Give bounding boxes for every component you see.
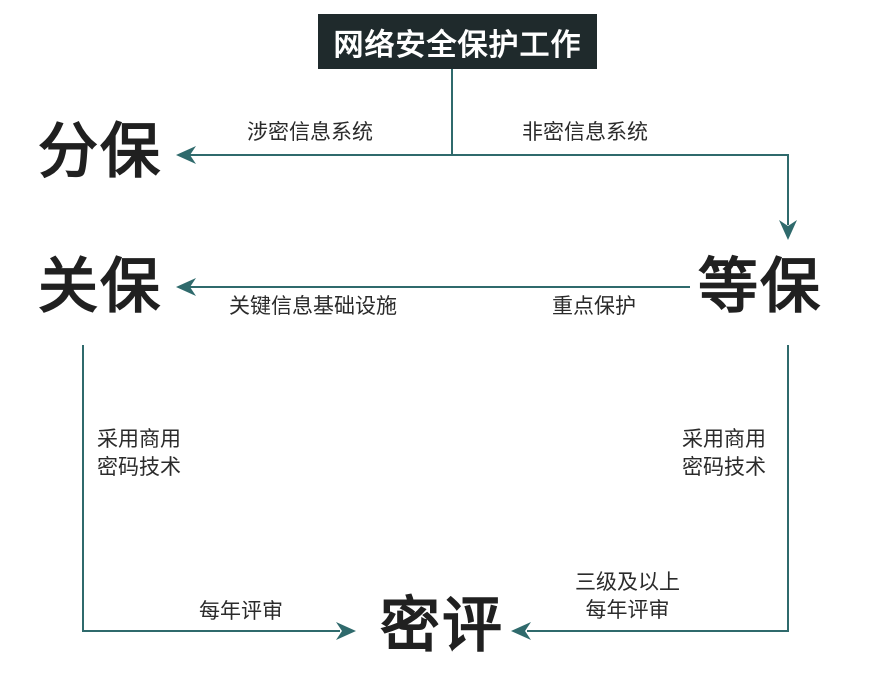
arrow-to-fenbao: [176, 146, 196, 164]
label-level3-line2: 每年评审: [585, 598, 670, 623]
root-title: 网络安全保护工作: [318, 14, 597, 69]
label-commercial-crypto-left-line2: 密码技术: [97, 455, 181, 480]
label-commercial-crypto-left-line1: 采用商用: [97, 427, 181, 451]
label-annual-review-left: 每年评审: [199, 599, 283, 623]
left-crypto-line: [82, 345, 340, 632]
nonsecret-branch-line: [452, 154, 789, 225]
label-commercial-crypto-right-line1: 采用商用: [682, 427, 766, 451]
label-commercial-crypto-right: 采用商用 密码技术: [682, 425, 766, 482]
label-critical-infrastructure: 关键信息基础设施: [229, 294, 397, 318]
label-key-protection: 重点保护: [552, 294, 636, 318]
label-secret-systems: 涉密信息系统: [247, 120, 373, 144]
arrow-to-guanbao: [176, 278, 196, 296]
node-guanbao: 关保: [38, 252, 162, 322]
node-miping: 密评: [380, 591, 504, 661]
arrow-left-to-miping: [336, 622, 356, 640]
right-crypto-line: [527, 345, 789, 632]
arrow-to-dengbao: [779, 220, 797, 240]
arrow-right-to-miping: [511, 622, 531, 640]
label-commercial-crypto-right-line2: 密码技术: [682, 455, 766, 480]
node-fenbao: 分保: [38, 117, 162, 187]
node-dengbao: 等保: [698, 252, 822, 322]
label-level3-annual-review: 三级及以上 每年评审: [575, 568, 680, 625]
label-commercial-crypto-left: 采用商用 密码技术: [97, 425, 181, 482]
label-nonsecret-systems: 非密信息系统: [522, 120, 648, 144]
label-level3-line1: 三级及以上: [575, 570, 680, 594]
